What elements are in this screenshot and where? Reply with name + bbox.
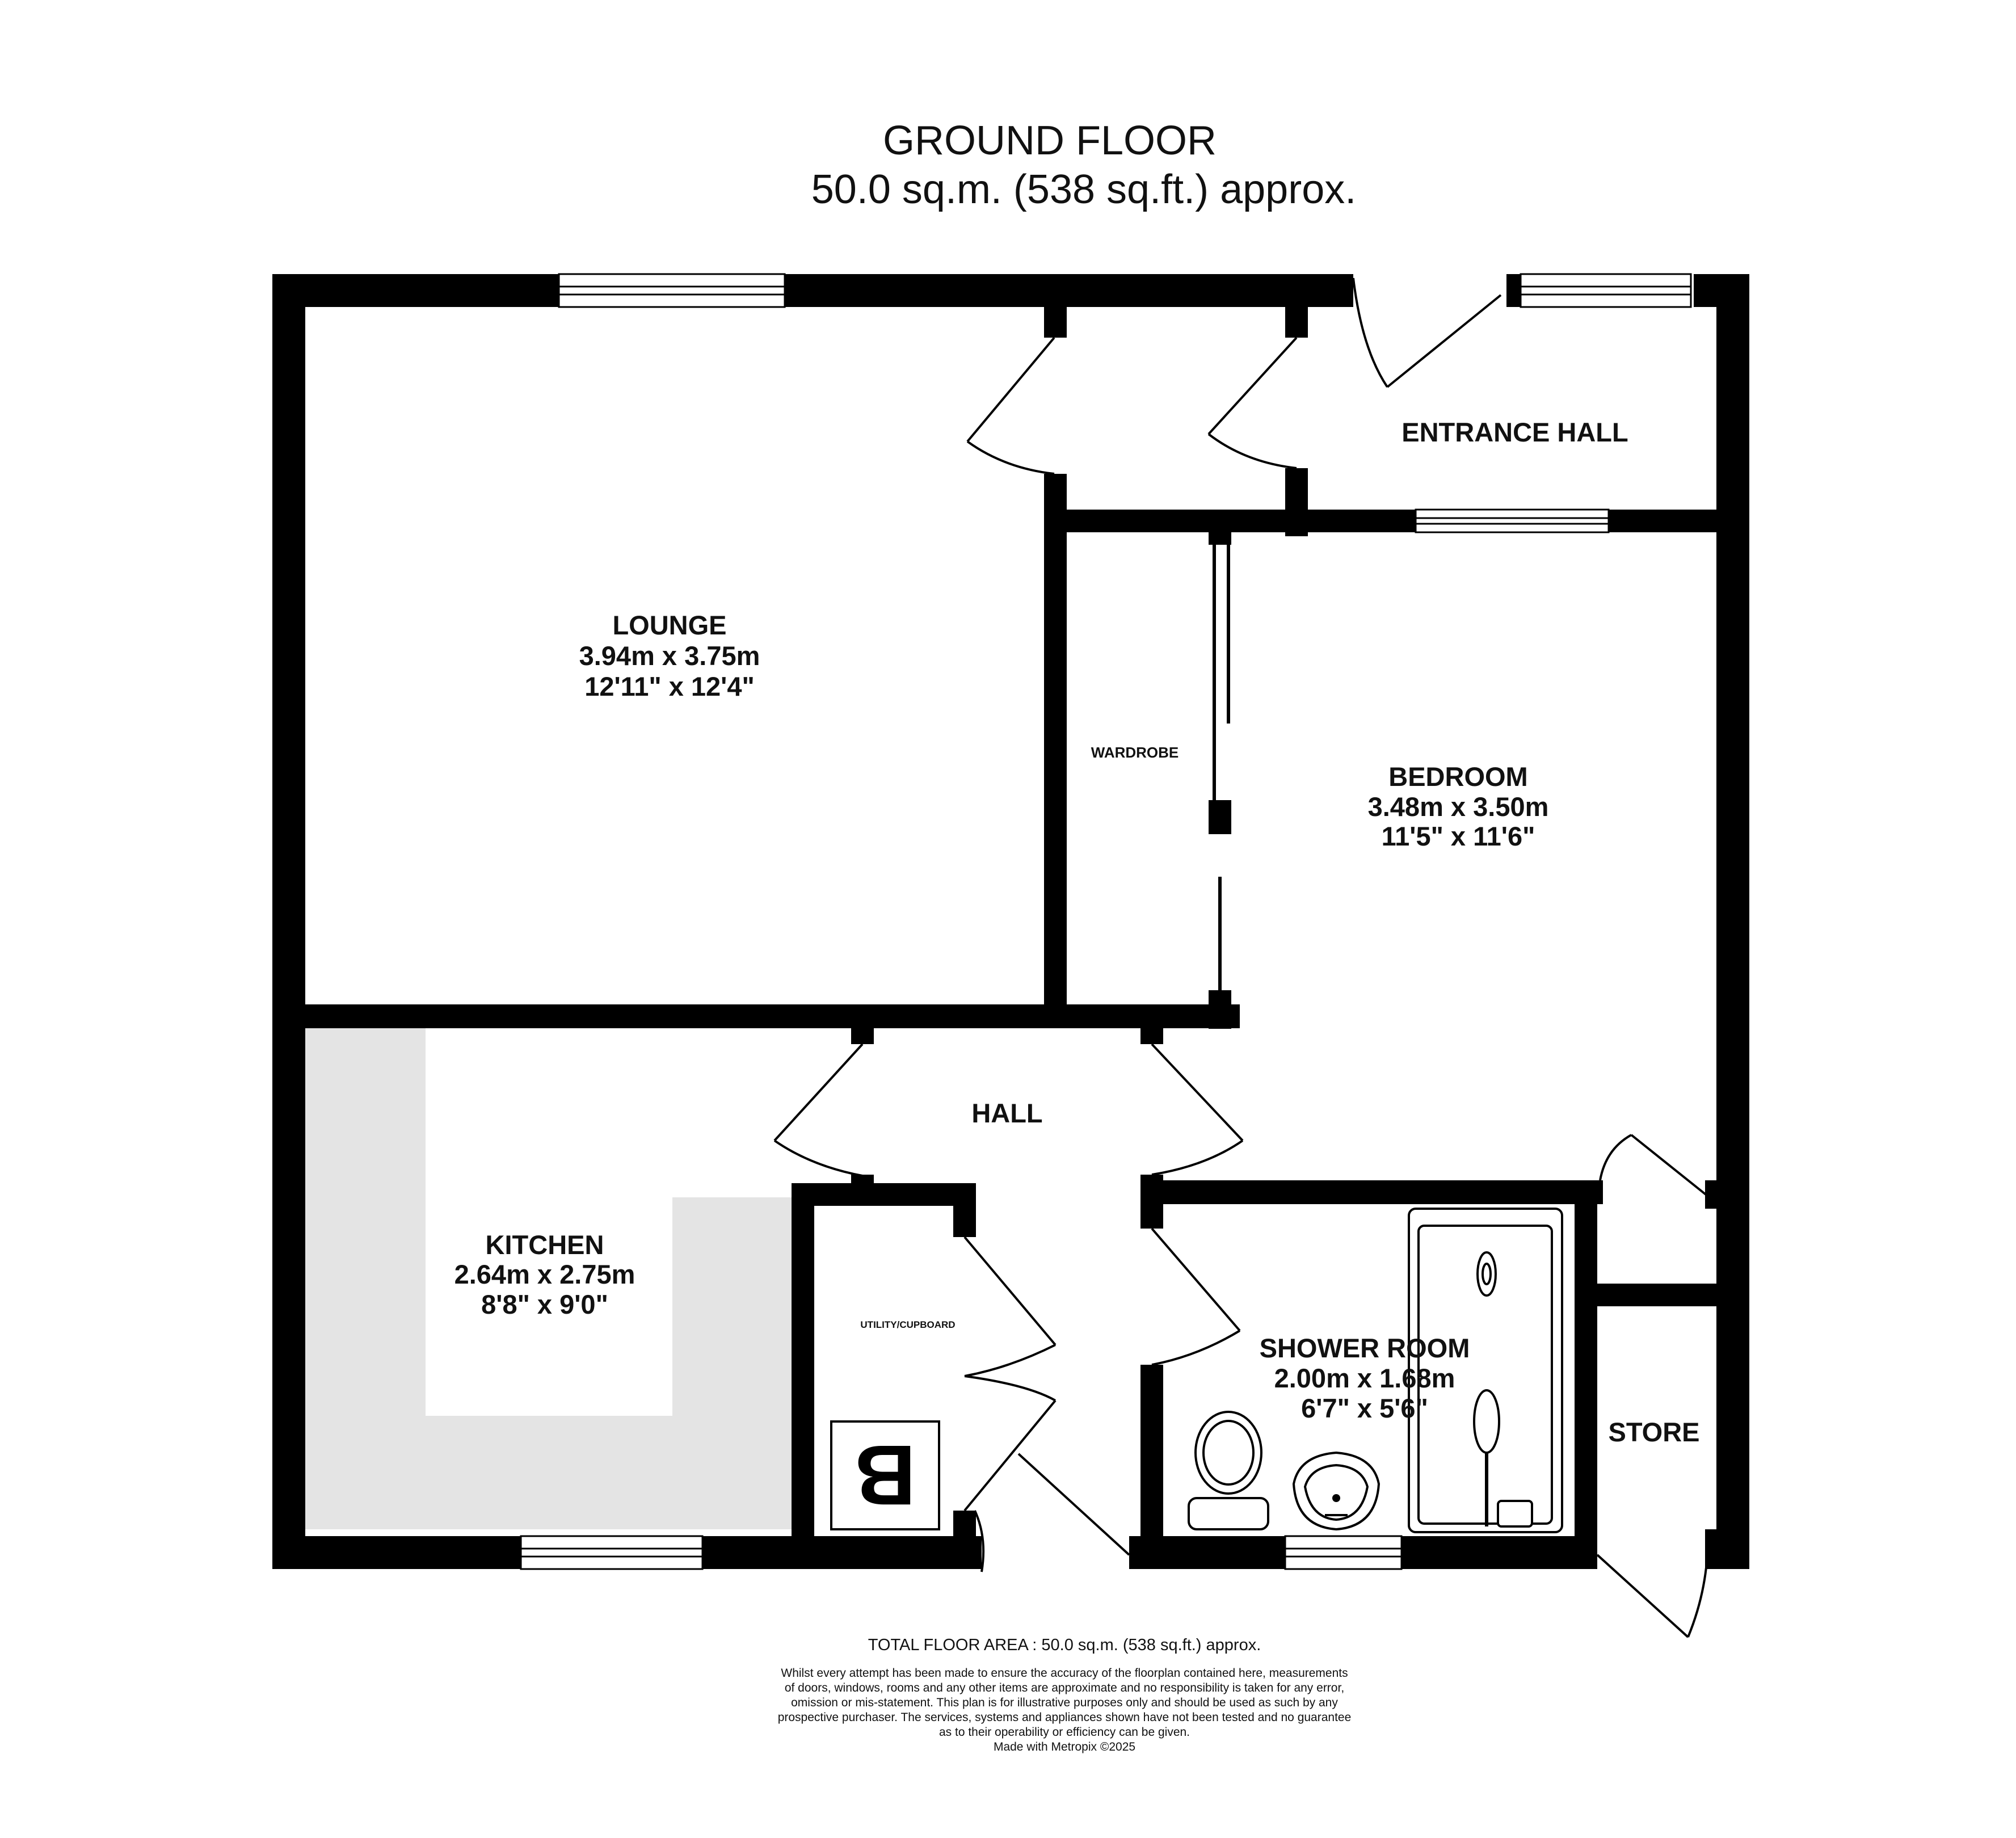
room-name-entrance-hall: ENTRANCE HALL	[1401, 417, 1628, 447]
disclaimer: Whilst every attempt has been made to en…	[778, 1667, 1352, 1753]
door-utility-arc	[974, 1453, 1130, 1572]
room-metric-lounge: 3.94m x 3.75m	[579, 641, 760, 671]
door-bedroom-store	[1599, 1134, 1718, 1204]
room-metric-shower: 2.00m x 1.68m	[1274, 1363, 1455, 1393]
disclaimer-line: prospective purchaser. The services, sys…	[778, 1711, 1352, 1724]
windows	[520, 273, 1692, 1570]
total-floor-area: TOTAL FLOOR AREA : 50.0 sq.m. (538 sq.ft…	[868, 1636, 1261, 1654]
room-kitchen: KITCHEN 2.64m x 2.75m 8'8" x 9'0"	[454, 1230, 635, 1319]
room-shower: SHOWER ROOM 2.00m x 1.68m 6'7" x 5'6"	[1260, 1333, 1470, 1423]
door-utility-bottom	[963, 1375, 1057, 1512]
door-entrance-inner	[1207, 337, 1298, 469]
room-name-wardrobe: WARDROBE	[1091, 744, 1179, 761]
disclaimer-line: omission or mis-statement. This plan is …	[791, 1696, 1338, 1709]
room-lounge: LOUNGE 3.94m x 3.75m 12'11" x 12'4"	[579, 610, 760, 701]
room-name-kitchen: KITCHEN	[486, 1230, 604, 1260]
room-bedroom: BEDROOM 3.48m x 3.50m 11'5" x 11'6"	[1368, 762, 1549, 851]
window-lounge	[558, 273, 786, 308]
window-kitchen	[520, 1535, 704, 1570]
wardrobe-doors	[1213, 539, 1230, 993]
disclaimer-line: Whilst every attempt has been made to en…	[781, 1667, 1348, 1680]
window-shower	[1284, 1535, 1403, 1570]
door-lounge	[966, 337, 1055, 475]
room-imperial-bedroom: 11'5" x 11'6"	[1382, 821, 1535, 851]
shower-tray	[1408, 1208, 1563, 1533]
room-imperial-shower: 6'7" x 5'6"	[1301, 1393, 1428, 1423]
credit-line: Made with Metropix ©2025	[994, 1740, 1135, 1753]
kitchen-units	[301, 1024, 794, 1529]
door-utility-top	[963, 1236, 1057, 1377]
door-front	[1352, 277, 1502, 388]
room-name-lounge: LOUNGE	[612, 610, 726, 640]
door-shower	[1151, 1227, 1241, 1366]
disclaimer-line: as to their operability or efficiency ca…	[939, 1726, 1190, 1739]
door-bedroom	[1151, 1043, 1244, 1176]
room-metric-kitchen: 2.64m x 2.75m	[454, 1259, 635, 1289]
room-name-utility: UTILITY/CUPBOARD	[860, 1319, 955, 1330]
floor-title: GROUND FLOOR	[883, 118, 1217, 163]
room-imperial-kitchen: 8'8" x 9'0"	[481, 1289, 608, 1319]
room-name-hall: HALL	[971, 1098, 1042, 1128]
door-kitchen	[773, 1043, 864, 1177]
room-name-bedroom: BEDROOM	[1388, 762, 1527, 792]
room-name-store: STORE	[1608, 1417, 1699, 1447]
floor-area: 50.0 sq.m. (538 sq.ft.) approx.	[811, 167, 1356, 212]
room-imperial-lounge: 12'11" x 12'4"	[584, 671, 755, 701]
door-store	[1596, 1537, 1709, 1638]
boiler-label: B	[855, 1428, 916, 1523]
room-metric-bedroom: 3.48m x 3.50m	[1368, 792, 1549, 822]
window-entrance	[1520, 273, 1692, 308]
toilet	[1188, 1411, 1269, 1530]
doors	[773, 277, 1718, 1638]
window-bedroom	[1415, 508, 1610, 533]
room-name-shower: SHOWER ROOM	[1260, 1333, 1470, 1363]
disclaimer-line: of doors, windows, rooms and any other i…	[785, 1681, 1344, 1694]
boiler-unit: B	[830, 1420, 940, 1530]
basin	[1292, 1451, 1381, 1531]
